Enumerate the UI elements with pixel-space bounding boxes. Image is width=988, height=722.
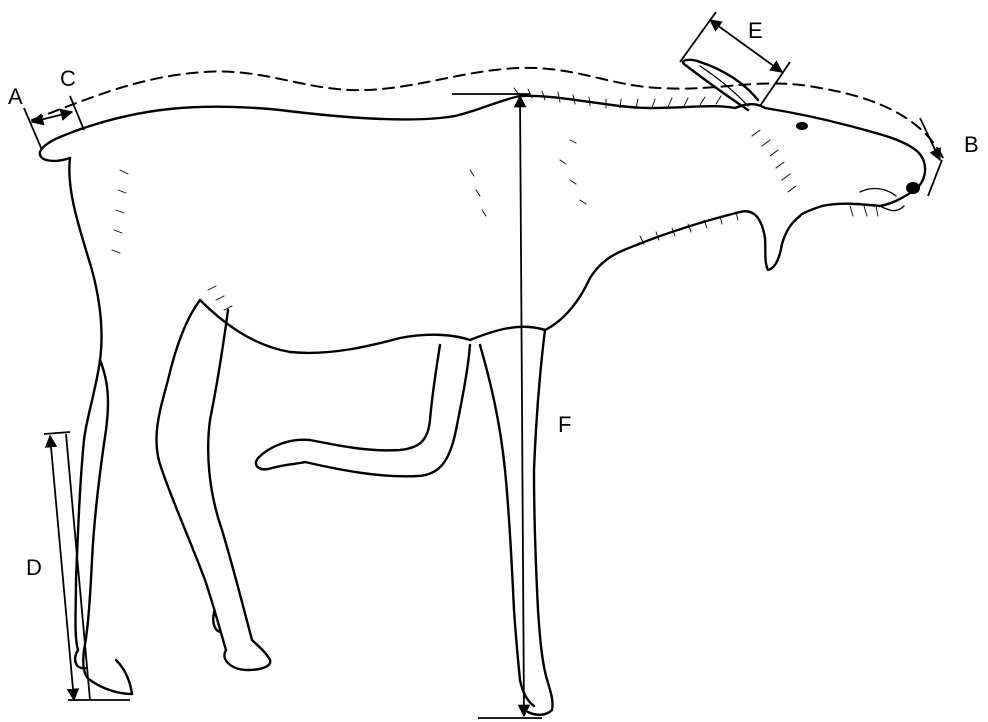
moose-nostril [906,182,920,194]
moose-foreleg-raised [310,345,440,450]
label-c: C [60,66,76,91]
moose-chest [470,250,624,340]
measure-d-top-tick [44,432,70,434]
moose-tail [40,130,78,161]
label-f: F [558,412,571,437]
label-b: B [964,132,979,157]
label-e: E [748,18,763,43]
moose-neck-under [624,211,765,250]
measure-f-arrow [520,96,524,716]
label-d: D [26,555,42,580]
label-a: A [8,84,23,109]
moose-dewlap [765,216,800,270]
measure-a-c-left-tick [24,108,42,150]
moose-illustration [40,60,925,715]
fur-hatching [112,88,878,310]
measure-b-tick [928,160,942,196]
moose-back [78,96,735,130]
moose-hind-leg-near [156,300,226,650]
moose-belly [200,300,470,353]
measure-b-arrow [920,118,940,160]
moose-foreleg-standing [480,345,534,706]
moose-eye [796,122,808,130]
dashed-contour-line [32,68,944,160]
measure-e-arrow [710,20,782,72]
moose-head [735,104,925,216]
moose-rump [69,158,101,440]
